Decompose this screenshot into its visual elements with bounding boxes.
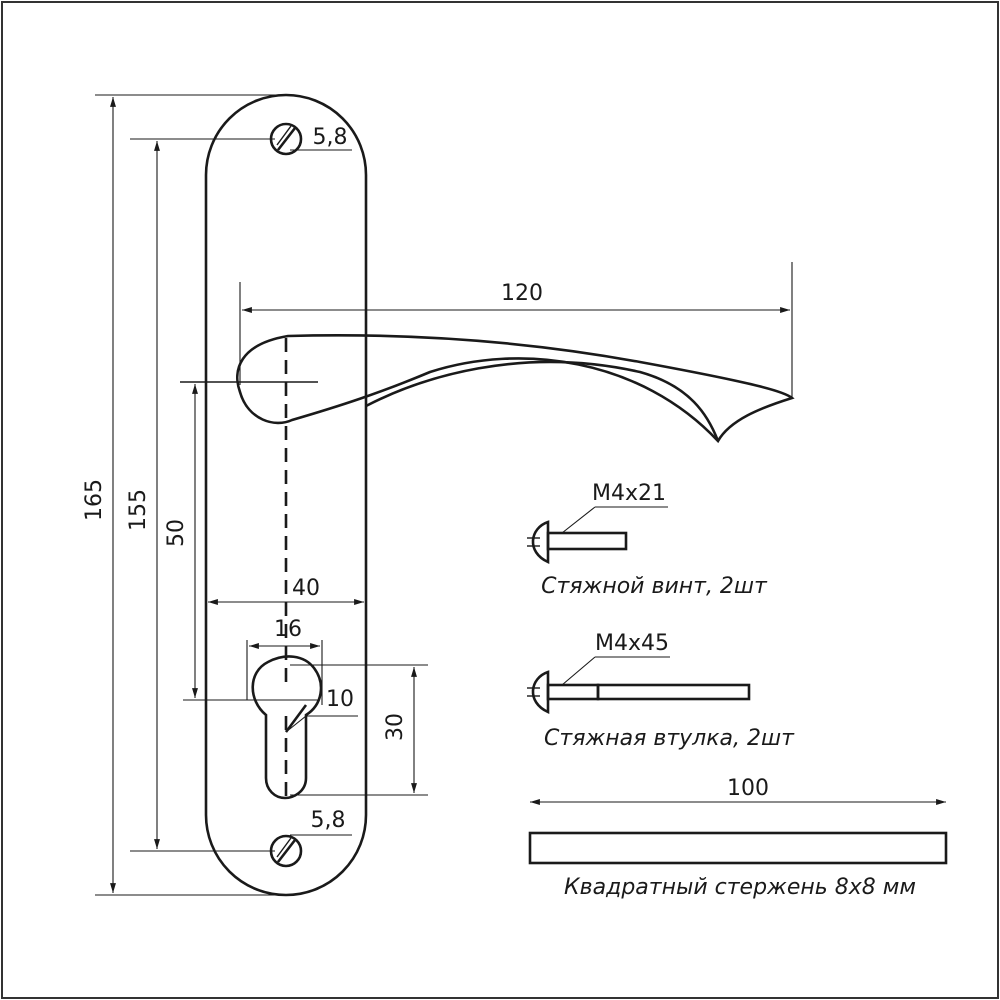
dim-handle-to-cylinder: 50 [164, 384, 320, 701]
rod-caption: Квадратный стержень 8х8 мм [564, 875, 916, 900]
lever-handle [180, 334, 795, 690]
dim-cylinder-narrow: 10 [285, 687, 358, 733]
dim-cylinder-width: 16 [246, 617, 323, 705]
dim-handle-length-label: 120 [501, 281, 543, 306]
dim-total-height-label: 165 [82, 479, 107, 521]
dim-hole-spacing: 155 [126, 138, 275, 852]
screw-part: M4x21 Стяжной винт, 2шт [527, 481, 768, 599]
sleeve-part: M4x45 Стяжная втулка, 2шт [527, 631, 795, 751]
bottom-screw-hole [269, 834, 303, 868]
dim-hole-bottom: 5,8 [290, 808, 352, 836]
dim-handle-to-cylinder-label: 50 [164, 519, 189, 547]
dim-handle-length: 120 [239, 262, 793, 398]
sleeve-caption: Стяжная втулка, 2шт [544, 726, 795, 751]
backplate [204, 93, 368, 897]
dim-hole-spacing-label: 155 [126, 489, 151, 531]
dim-plate-width-label: 40 [292, 576, 320, 601]
dim-plate-width: 40 [208, 576, 364, 605]
screw-size-label: M4x21 [592, 481, 666, 506]
dim-hole-top-label: 5,8 [313, 125, 348, 150]
dim-cylinder-height-label: 30 [383, 713, 408, 741]
sleeve-size-label: M4x45 [595, 631, 669, 656]
dim-hole-top: 5,8 [290, 125, 352, 151]
screw-caption: Стяжной винт, 2шт [541, 574, 768, 599]
dim-cylinder-narrow-label: 10 [326, 687, 354, 712]
rod-length-label: 100 [727, 776, 769, 801]
square-rod-part: 100 Квадратный стержень 8х8 мм [528, 776, 948, 900]
dim-cylinder-height: 30 [290, 664, 428, 796]
cylinder-cutout [251, 655, 323, 800]
dim-cylinder-width-label: 16 [274, 617, 302, 642]
dim-hole-bottom-label: 5,8 [311, 808, 346, 833]
dim-total-height: 165 [82, 94, 280, 896]
